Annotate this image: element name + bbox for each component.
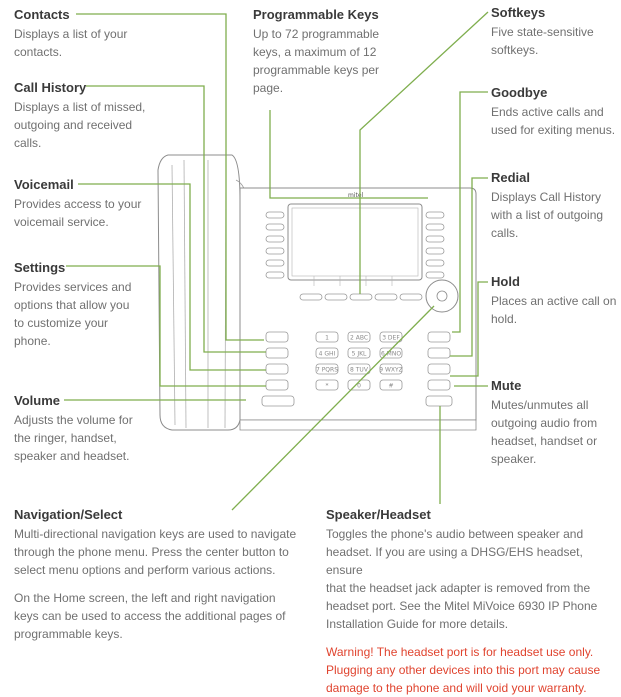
volume-title: Volume [14, 393, 60, 408]
navigation-desc2-3: programmable keys. [14, 627, 123, 641]
keypad-key-label: 8 TUV [350, 367, 369, 374]
contacts-title: Contacts [14, 7, 70, 22]
speaker-headset-desc-2: headset. If you are using a DHSG/EHS hea… [326, 545, 583, 577]
keypad-key-label: 9 WXYZ [379, 367, 403, 374]
keypad-key-label: 3 DEF [382, 335, 400, 342]
keypad-key[interactable] [315, 347, 339, 359]
navigation-callout: Navigation/Select Multi-directional navi… [14, 506, 314, 643]
keypad-key[interactable] [379, 379, 403, 391]
programmable-keys-desc-1: Up to 72 programmable [253, 27, 380, 41]
mute-desc-3: headset, handset or [491, 434, 598, 448]
keypad-key-label: 7 PQRS [316, 367, 338, 374]
settings-desc-1: Provides services and [14, 280, 132, 294]
goodbye-title: Goodbye [491, 85, 548, 100]
phone-diagram: mitel [64, 11, 489, 511]
dial-keypad[interactable]: 1 2 ABC 3 DEF 4 GHI 5 JKL 6 MNO 7 PQRS 8 TUV 9 W… [315, 331, 403, 391]
settings-callout: Settings Provides services and options t… [14, 259, 184, 350]
contacts-callout: Contacts Displays a list of your contact… [14, 6, 184, 61]
mute-title: Mute [491, 378, 522, 393]
hold-desc-1: Places an active call on [491, 294, 617, 308]
navigation-desc-1: Multi-directional navigation keys are us… [14, 527, 297, 541]
speaker-headset-warning-2: Plugging any other devices into this por… [326, 663, 601, 677]
settings-title: Settings [14, 260, 66, 275]
softkeys-callout: Softkeys Five state-sensitive softkeys. [491, 4, 619, 59]
speaker-headset-title: Speaker/Headset [326, 507, 431, 522]
navigation-desc-3: select menu options and perform various … [14, 563, 276, 577]
keypad-key-label: 2 ABC [350, 335, 368, 342]
programmable-keys-desc-2: keys, a maximum of 12 [253, 45, 377, 59]
phone-body: mitel [239, 187, 477, 431]
programmable-keys-callout: Programmable Keys Up to 72 programmable … [253, 6, 413, 97]
volume-desc-3: speaker and headset. [14, 449, 130, 463]
programmable-keys-desc-4: page. [253, 81, 284, 95]
settings-desc-3: to customize your [14, 316, 109, 330]
keypad-key-label: 6 MNO [381, 351, 401, 358]
contacts-desc-2: contacts. [14, 45, 63, 59]
contacts-desc-1: Displays a list of your [14, 27, 128, 41]
hold-title: Hold [491, 274, 520, 289]
navigation-desc-2: through the phone menu. Press the center… [14, 545, 289, 559]
mute-desc-2: outgoing audio from [491, 416, 598, 430]
volume-callout: Volume Adjusts the volume for the ringer… [14, 392, 184, 465]
keypad-key-label: 0 [357, 383, 361, 390]
redial-callout: Redial Displays Call History with a list… [491, 169, 619, 242]
keypad-key[interactable] [347, 331, 371, 343]
voicemail-callout: Voicemail Provides access to your voicem… [14, 176, 184, 231]
settings-desc-2: options that allow you [14, 298, 130, 312]
hold-desc-2: hold. [491, 312, 518, 326]
voicemail-title: Voicemail [14, 177, 74, 192]
speaker-headset-desc-4: headset port. See the Mitel MiVoice 6930… [326, 599, 598, 613]
softkeys-desc-1: Five state-sensitive [491, 25, 594, 39]
goodbye-desc-2: used for exiting menus. [491, 123, 616, 137]
handset [157, 154, 247, 431]
keypad-key[interactable] [315, 379, 339, 391]
keypad-key-label: 1 [325, 335, 329, 342]
speaker-headset-desc-1: Toggles the phone's audio between speake… [326, 527, 584, 541]
call-history-title: Call History [14, 80, 87, 95]
keypad-key[interactable] [347, 347, 371, 359]
navigation-desc2-2: keys can be used to access the additiona… [14, 609, 286, 623]
voicemail-desc-1: Provides access to your [14, 197, 142, 211]
keypad-key-label: # [388, 383, 393, 390]
leader-lines [64, 11, 489, 511]
call-history-desc-2: outgoing and received [14, 118, 133, 132]
keypad-key[interactable] [315, 363, 339, 375]
programmable-keys-title: Programmable Keys [253, 7, 379, 22]
speaker-headset-desc-3: that the headset jack adapter is removed… [326, 581, 591, 595]
speaker-headset-desc-5: Installation Guide for more details. [326, 617, 509, 631]
redial-desc-1: Displays Call History [491, 190, 602, 204]
settings-desc-4: phone. [14, 334, 51, 348]
redial-title: Redial [491, 170, 531, 185]
goodbye-callout: Goodbye Ends active calls and used for e… [491, 84, 619, 139]
navigation-desc2-1: On the Home screen, the left and right n… [14, 591, 276, 605]
navigation-title: Navigation/Select [14, 507, 123, 522]
svg-text:mitel: mitel [348, 192, 364, 199]
call-history-desc-3: calls. [14, 136, 42, 150]
mute-desc-4: speaker. [491, 452, 537, 466]
keypad-key-label: * [326, 383, 329, 390]
speaker-headset-callout: Speaker/Headset Toggles the phone's audi… [326, 506, 618, 697]
mute-callout: Mute Mutes/unmutes all outgoing audio fr… [491, 377, 619, 468]
call-history-desc-1: Displays a list of missed, [14, 100, 146, 114]
volume-desc-2: the ringer, handset, [14, 431, 117, 445]
redial-desc-2: with a list of outgoing [491, 208, 604, 222]
programmable-keys-desc-3: programmable keys per [253, 63, 380, 77]
voicemail-desc-2: voicemail service. [14, 215, 109, 229]
keypad-key-label: 4 GHI [319, 351, 336, 358]
softkeys-desc-2: softkeys. [491, 43, 539, 57]
mute-desc-1: Mutes/unmutes all [491, 398, 589, 412]
keypad-key[interactable] [315, 331, 339, 343]
redial-desc-3: calls. [491, 226, 519, 240]
keypad-key[interactable] [379, 363, 403, 375]
keypad-key[interactable] [379, 331, 403, 343]
speaker-headset-warning-3: damage to the phone and will void your w… [326, 681, 587, 695]
softkeys-title: Softkeys [491, 5, 546, 20]
volume-desc-1: Adjusts the volume for [14, 413, 133, 427]
goodbye-desc-1: Ends active calls and [491, 105, 604, 119]
keypad-key-label: 5 JKL [352, 351, 367, 358]
call-history-callout: Call History Displays a list of missed, … [14, 79, 184, 152]
hold-callout: Hold Places an active call on hold. [491, 273, 619, 328]
speaker-headset-warning-1: Warning! The headset port is for headset… [326, 645, 594, 659]
keypad-key[interactable] [347, 363, 371, 375]
